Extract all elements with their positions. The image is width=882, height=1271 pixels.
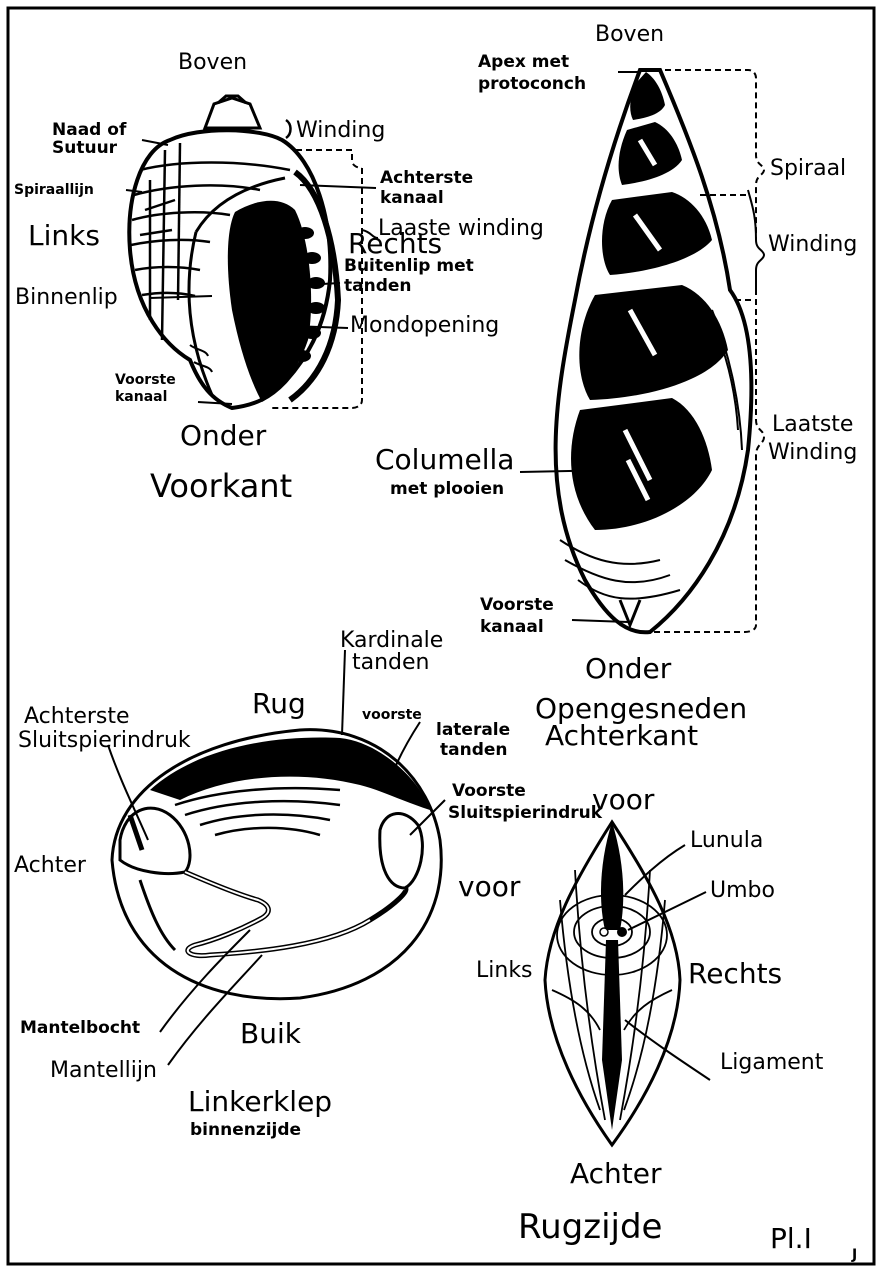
section-whorl-label: Winding xyxy=(768,234,857,256)
dorsal-right-label: Rechts xyxy=(688,960,782,988)
posterior-muscle-label-2: Sluitspierindruk xyxy=(18,730,191,752)
suture-label-2: Sutuur xyxy=(52,140,117,157)
anterior-canal-label: Voorste xyxy=(115,373,176,387)
apex-label: Apex met xyxy=(478,54,569,71)
outer-lip-label-2: tanden xyxy=(344,278,412,295)
aperture-label: Mondopening xyxy=(350,315,499,337)
umbo-label: Umbo xyxy=(710,880,775,902)
pallial-line-label: Mantellijn xyxy=(50,1060,157,1082)
cardinal-teeth-label-2: tanden xyxy=(352,652,430,674)
suture-label: Naad of xyxy=(52,122,126,139)
front-top-label: Boven xyxy=(178,52,247,74)
front-caption: Voorkant xyxy=(150,470,292,502)
section-bottom-label: Onder xyxy=(585,655,671,683)
anterior-canal-label-2: kanaal xyxy=(115,390,167,404)
cardinal-teeth-label: Kardinale xyxy=(340,630,443,652)
valve-caption-2: binnenzijde xyxy=(190,1122,301,1139)
pallial-sinus-label: Mantelbocht xyxy=(20,1020,140,1037)
dorsal-back-label: Achter xyxy=(570,1160,662,1188)
posterior-label: Achter xyxy=(14,855,86,877)
anterior-muscle-label: Voorste xyxy=(452,783,526,800)
valve-front-label: voor xyxy=(458,873,520,901)
dorsal-caption: Rugzijde xyxy=(518,1210,662,1244)
last-whorl-label: Laaste winding xyxy=(378,218,544,240)
section-anterior-canal-label-2: kanaal xyxy=(480,619,544,636)
posterior-muscle-label: Achterste xyxy=(24,706,130,728)
apex-label-2: protoconch xyxy=(478,76,586,93)
belly-label: Buik xyxy=(240,1020,301,1048)
back-label: Rug xyxy=(252,690,306,718)
plate-number: Pl.I xyxy=(770,1225,812,1253)
section-anterior-canal-label: Voorste xyxy=(480,597,554,614)
front-left-label: Links xyxy=(28,222,100,250)
anterior-label: voorste xyxy=(362,708,422,722)
artist-initial: J xyxy=(852,1248,857,1262)
columella-label: Columella xyxy=(375,446,514,474)
lateral-teeth-label-2: tanden xyxy=(440,742,508,759)
dorsal-left-label: Links xyxy=(476,960,533,982)
dorsal-drawing xyxy=(545,822,710,1145)
lateral-teeth-label: laterale xyxy=(436,722,510,739)
ligament-label: Ligament xyxy=(720,1052,823,1074)
posterior-canal-label-2: kanaal xyxy=(380,190,444,207)
columella-label-2: met plooien xyxy=(390,481,504,498)
section-last-whorl-label: Laatste xyxy=(772,414,853,436)
section-caption-2: Achterkant xyxy=(545,722,698,750)
lunule-label: Lunula xyxy=(690,830,763,852)
whorl-label: Winding xyxy=(296,120,385,142)
outer-lip-label: Buitenlip met xyxy=(344,258,474,275)
inner-lip-label: Binnenlip xyxy=(15,287,118,309)
valve-caption: Linkerklep xyxy=(188,1088,332,1116)
dorsal-front-label: voor xyxy=(592,786,654,814)
section-shell-drawing xyxy=(520,70,764,632)
spiral-line-label: Spiraallijn xyxy=(14,183,94,197)
section-top-label: Boven xyxy=(595,24,664,46)
posterior-canal-label: Achterste xyxy=(380,170,473,187)
anterior-muscle-label-2: Sluitspierindruk xyxy=(448,805,602,822)
front-bottom-label: Onder xyxy=(180,422,266,450)
section-last-whorl-label-2: Winding xyxy=(768,442,857,464)
spire-label: Spiraal xyxy=(770,158,846,180)
